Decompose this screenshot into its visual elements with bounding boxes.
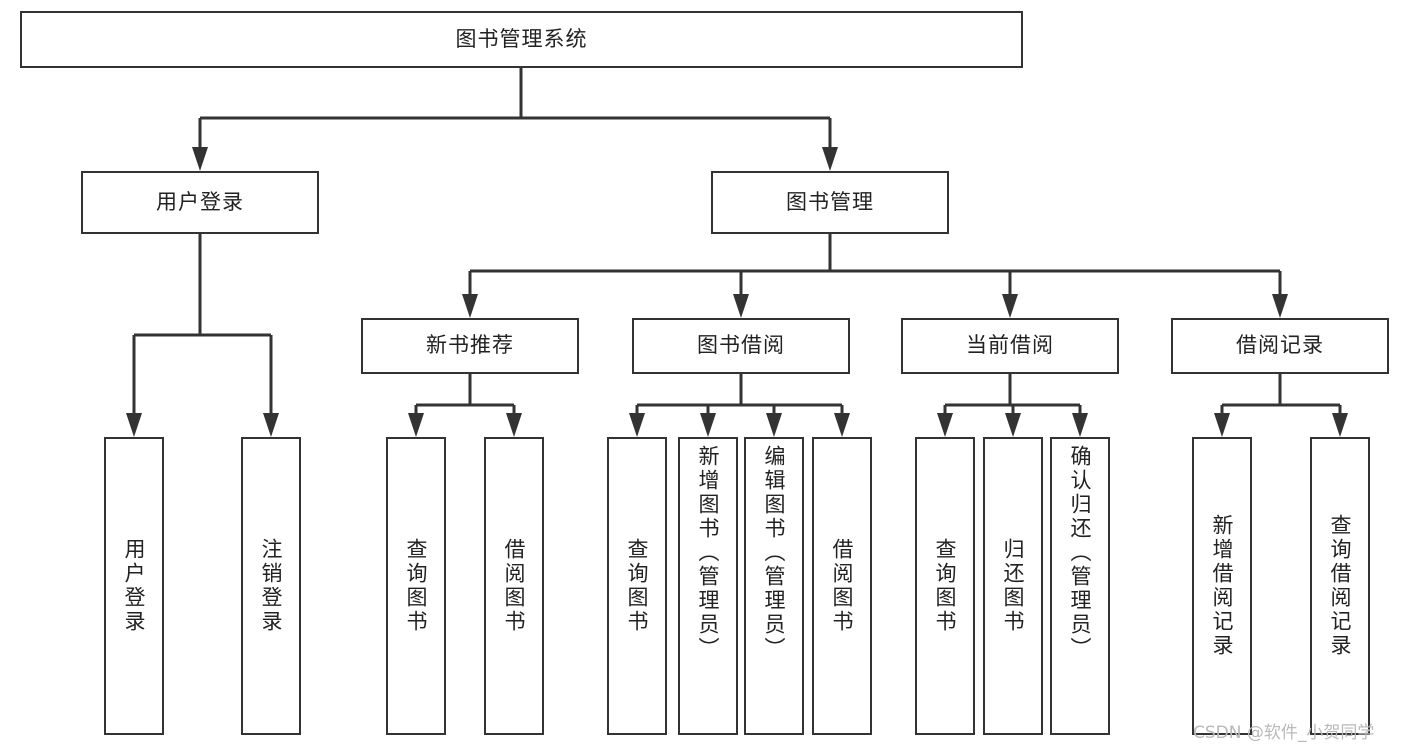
node-leaf-query-record-label: 查询借阅记录 xyxy=(1328,514,1353,658)
node-leaf-user-login-label: 用户登录 xyxy=(122,538,147,634)
node-leaf-confirm-return-label: 确认归还（管理员） xyxy=(1068,445,1093,661)
node-leaf-query-book-2: 查询图书 xyxy=(607,437,667,735)
csdn-watermark: CSDN @软件_小贺同学 xyxy=(1193,723,1375,743)
node-leaf-user-login: 用户登录 xyxy=(104,437,164,735)
node-root-label: 图书管理系统 xyxy=(455,26,588,51)
node-leaf-borrow-book-2-label: 借阅图书 xyxy=(830,538,855,634)
node-book-borrow: 图书借阅 xyxy=(632,318,850,374)
node-new-book-rec: 新书推荐 xyxy=(361,318,579,374)
node-leaf-return-book-label: 归还图书 xyxy=(1001,538,1026,634)
arrowhead-new-book-rec-to-leaf-borrow-book-1 xyxy=(506,413,522,437)
arrowhead-current-borrow-to-leaf-query-book-3 xyxy=(937,413,953,437)
node-leaf-logout-inner: 注销登录 xyxy=(243,439,299,733)
arrowhead-root-to-user-login xyxy=(192,147,208,171)
arrowhead-borrow-record-to-leaf-add-record xyxy=(1214,413,1230,437)
arrowhead-root-to-book-manage xyxy=(822,147,838,171)
arrowhead-book-borrow-to-leaf-edit-book xyxy=(766,413,782,437)
arrowhead-user-login-to-leaf-user-login xyxy=(126,413,142,437)
node-borrow-record: 借阅记录 xyxy=(1171,318,1389,374)
node-leaf-edit-book-inner: 编辑图书（管理员） xyxy=(746,439,802,733)
arrowhead-book-manage-to-borrow-record xyxy=(1272,294,1288,318)
node-leaf-logout: 注销登录 xyxy=(241,437,301,735)
node-leaf-add-book: 新增图书（管理员） xyxy=(678,437,738,735)
node-leaf-query-book-3-label: 查询图书 xyxy=(933,538,958,634)
node-user-login: 用户登录 xyxy=(81,171,319,234)
node-leaf-borrow-book-1-inner: 借阅图书 xyxy=(486,439,542,733)
arrowhead-user-login-to-leaf-logout xyxy=(263,413,279,437)
node-leaf-edit-book-label: 编辑图书（管理员） xyxy=(762,445,787,661)
node-leaf-add-book-label: 新增图书（管理员） xyxy=(696,445,721,661)
arrowhead-book-borrow-to-leaf-add-book xyxy=(700,413,716,437)
node-root: 图书管理系统 xyxy=(20,11,1023,68)
node-borrow-record-label: 借阅记录 xyxy=(1236,333,1324,358)
node-leaf-query-book-2-inner: 查询图书 xyxy=(609,439,665,733)
node-leaf-borrow-book-2-inner: 借阅图书 xyxy=(814,439,870,733)
node-leaf-borrow-book-2: 借阅图书 xyxy=(812,437,872,735)
arrowhead-current-borrow-to-leaf-return-book xyxy=(1005,413,1021,437)
node-leaf-return-book: 归还图书 xyxy=(983,437,1043,735)
node-leaf-query-book-3: 查询图书 xyxy=(915,437,975,735)
arrowhead-borrow-record-to-leaf-query-record xyxy=(1332,413,1348,437)
node-leaf-borrow-book-1-label: 借阅图书 xyxy=(502,538,527,634)
node-book-borrow-label: 图书借阅 xyxy=(697,333,785,358)
node-book-manage-label: 图书管理 xyxy=(786,189,874,214)
arrowhead-book-manage-to-current-borrow xyxy=(1002,294,1018,318)
node-leaf-query-book-1: 查询图书 xyxy=(386,437,446,735)
node-new-book-rec-label: 新书推荐 xyxy=(426,333,514,358)
node-leaf-add-record: 新增借阅记录 xyxy=(1192,437,1252,735)
node-leaf-confirm-return-inner: 确认归还（管理员） xyxy=(1052,439,1108,733)
node-leaf-return-book-inner: 归还图书 xyxy=(985,439,1041,733)
node-leaf-query-record-inner: 查询借阅记录 xyxy=(1312,439,1368,733)
node-leaf-query-record: 查询借阅记录 xyxy=(1310,437,1370,735)
node-current-borrow: 当前借阅 xyxy=(901,318,1119,374)
node-leaf-confirm-return: 确认归还（管理员） xyxy=(1050,437,1110,735)
arrowhead-book-borrow-to-leaf-borrow-book-2 xyxy=(834,413,850,437)
arrowhead-book-borrow-to-leaf-query-book-2 xyxy=(629,413,645,437)
node-leaf-query-book-1-label: 查询图书 xyxy=(404,538,429,634)
arrowhead-new-book-rec-to-leaf-query-book-1 xyxy=(408,413,424,437)
node-leaf-add-record-label: 新增借阅记录 xyxy=(1210,514,1235,658)
node-leaf-user-login-inner: 用户登录 xyxy=(106,439,162,733)
node-book-manage: 图书管理 xyxy=(711,171,949,234)
node-leaf-add-record-inner: 新增借阅记录 xyxy=(1194,439,1250,733)
node-current-borrow-label: 当前借阅 xyxy=(966,333,1054,358)
node-leaf-query-book-2-label: 查询图书 xyxy=(625,538,650,634)
node-user-login-label: 用户登录 xyxy=(156,189,244,214)
arrowhead-book-manage-to-new-book-rec xyxy=(462,294,478,318)
node-leaf-borrow-book-1: 借阅图书 xyxy=(484,437,544,735)
node-leaf-logout-label: 注销登录 xyxy=(259,538,284,634)
node-leaf-edit-book: 编辑图书（管理员） xyxy=(744,437,804,735)
arrowhead-book-manage-to-book-borrow xyxy=(733,294,749,318)
arrowhead-current-borrow-to-leaf-confirm-return xyxy=(1072,413,1088,437)
node-leaf-add-book-inner: 新增图书（管理员） xyxy=(680,439,736,733)
node-leaf-query-book-3-inner: 查询图书 xyxy=(917,439,973,733)
node-leaf-query-book-1-inner: 查询图书 xyxy=(388,439,444,733)
